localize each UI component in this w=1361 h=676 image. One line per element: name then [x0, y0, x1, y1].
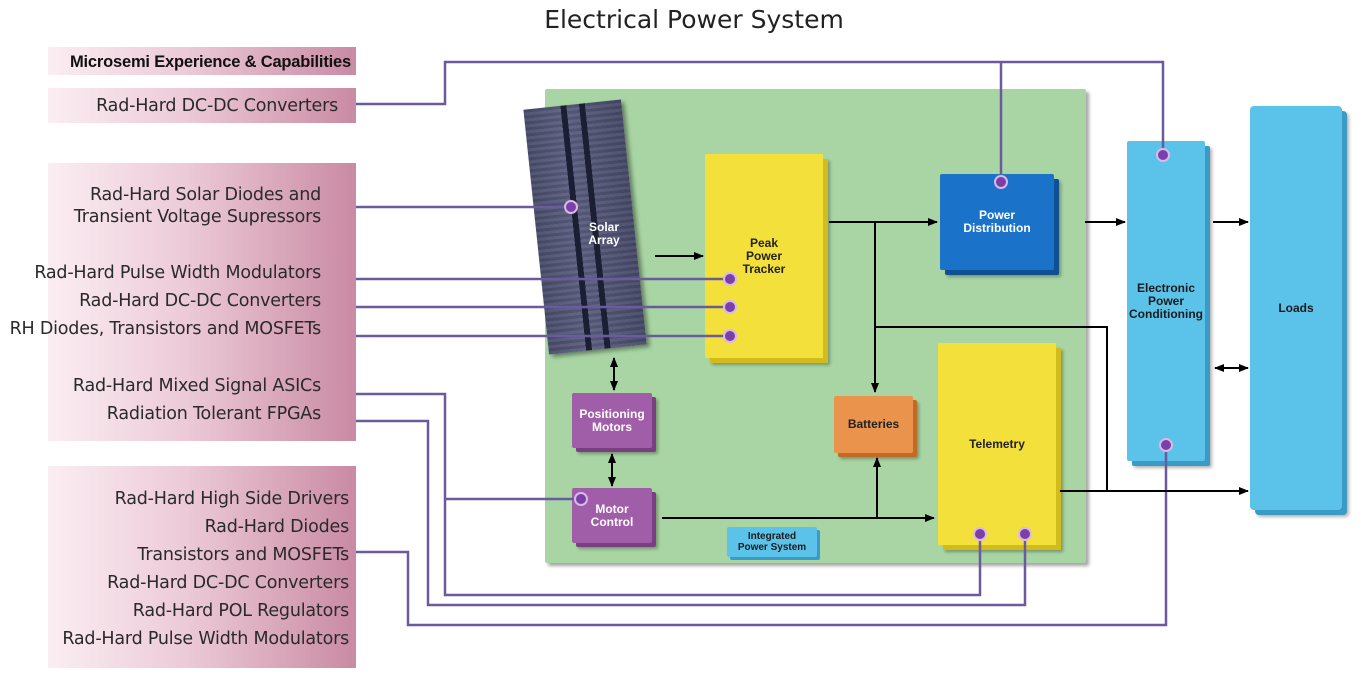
integrated-power-system-badge: Integrated Power System — [727, 527, 817, 557]
electronic-power-conditioning-label: Electronic Power Conditioning — [1129, 280, 1203, 321]
group3-item: Rad-Hard High Side Drivers — [114, 489, 350, 509]
peak-power-tracker-label: Peak Power Tracker — [742, 235, 786, 276]
group3-item: Rad-Hard DC-DC Converters — [107, 573, 349, 593]
group2-item: Rad-Hard Mixed Signal ASICs — [72, 376, 321, 396]
header-panel-label: Microsemi Experience & Capabilities — [70, 53, 351, 71]
line-to-bus — [875, 326, 1108, 491]
positioning-motors-block: Positioning Motors — [572, 393, 652, 448]
group3-item: Transistors and MOSFETs — [137, 545, 349, 565]
connector-dot — [574, 492, 588, 506]
group2-item: Radiation Tolerant FPGAs — [106, 404, 321, 424]
batteries-label: Batteries — [847, 417, 900, 431]
group1-item: Rad-Hard DC-DC Converters — [96, 96, 338, 116]
telemetry-label: Telemetry — [969, 436, 1025, 451]
connector-dot — [564, 200, 578, 214]
connector-dot — [723, 300, 737, 314]
connector-dot — [1159, 438, 1173, 452]
wire-fpgas — [356, 419, 1027, 607]
group2-item: Transient Voltage Supressors — [73, 207, 321, 227]
header-panel — [48, 47, 356, 75]
solar-array-label: Solar Array — [588, 220, 620, 247]
group3-item: Rad-Hard Pulse Width Modulators — [62, 629, 349, 649]
wire-dcdc-to-distribution — [356, 60, 1165, 155]
connector-dot — [1018, 527, 1032, 541]
group2-item: Rad-Hard Solar Diodes and — [89, 185, 321, 205]
motor-control-block: Motor Control — [572, 488, 652, 543]
connector-dot — [973, 527, 987, 541]
positioning-motors-label: Positioning Motors — [579, 406, 645, 434]
power-distribution-block: Power Distribution — [940, 174, 1054, 270]
integrated-power-system-label: Integrated Power System — [737, 531, 807, 553]
loads-label: Loads — [1278, 300, 1314, 315]
connector-dot — [994, 175, 1008, 189]
wire-asics — [356, 392, 982, 597]
motor-control-label: Motor Control — [590, 501, 634, 529]
group2-panel — [48, 163, 356, 441]
group3-panel — [48, 466, 356, 668]
diagram-title: Electrical Power System — [544, 5, 844, 34]
connector-dot — [723, 329, 737, 343]
connector-dot — [723, 272, 737, 286]
group2-item: Rad-Hard Pulse Width Modulators — [34, 263, 321, 283]
telemetry-block: Telemetry — [938, 343, 1056, 545]
power-distribution-label: Power Distribution — [963, 208, 1031, 235]
connector-dot — [1156, 148, 1170, 162]
loads-block: Loads — [1250, 106, 1342, 510]
group3-item: Rad-Hard Diodes — [204, 517, 350, 537]
group2-item: RH Diodes, Transistors and MOSFETs — [9, 319, 322, 339]
electronic-power-conditioning-block: Electronic Power Conditioning — [1127, 141, 1205, 461]
group3-item: Rad-Hard POL Regulators — [132, 601, 349, 621]
group1-panel — [48, 88, 356, 123]
peak-power-tracker-block: Peak Power Tracker — [705, 154, 823, 358]
wire-mosfets-group3 — [356, 445, 1168, 627]
batteries-block: Batteries — [834, 396, 913, 453]
group2-item: Rad-Hard DC-DC Converters — [79, 291, 321, 311]
